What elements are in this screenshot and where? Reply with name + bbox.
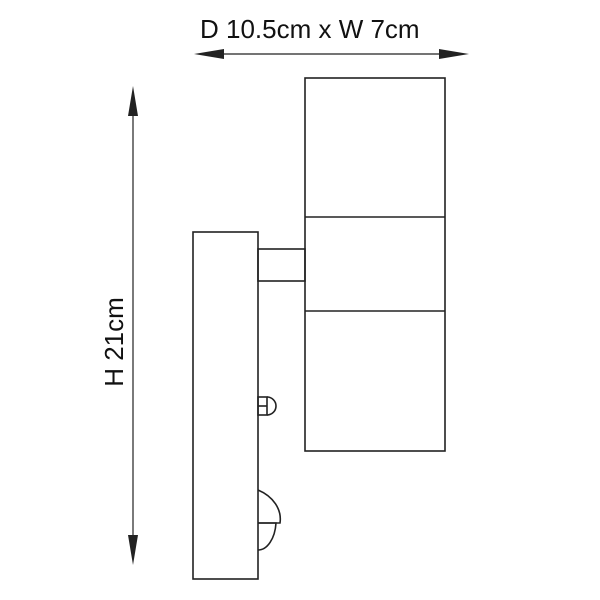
height-dimension-arrow: [128, 86, 138, 565]
arm: [257, 248, 306, 282]
lamp-head: [304, 77, 446, 452]
wall-plate: [192, 231, 259, 580]
pir-sensor-dome: [257, 489, 282, 551]
small-sensor: [257, 396, 277, 416]
width-dimension-arrow: [194, 49, 469, 59]
height-label: H 21cm: [99, 297, 129, 387]
depth-width-label: D 10.5cm x W 7cm: [200, 14, 420, 44]
